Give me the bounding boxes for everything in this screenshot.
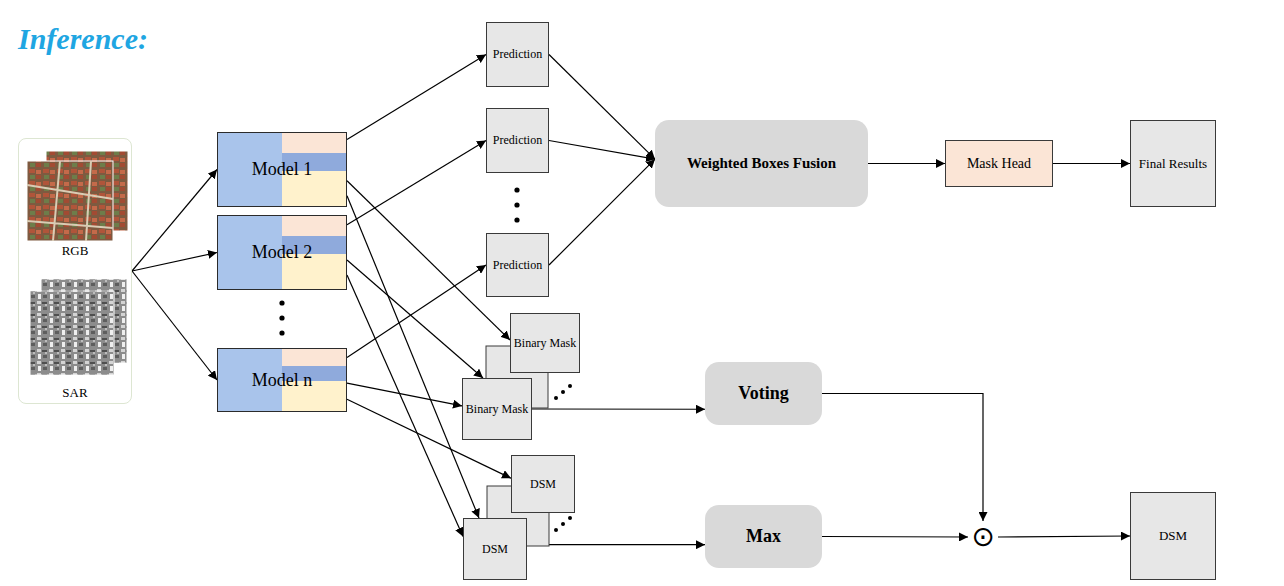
dsm-box: DSM	[463, 518, 527, 580]
flow-arrow	[868, 163, 945, 164]
node-label: Weighted Boxes Fusion	[687, 155, 836, 172]
sar-image-front	[30, 291, 114, 375]
node-label: Model 2	[252, 242, 313, 263]
dsm-box: DSM	[511, 455, 575, 513]
flow-arrow	[822, 394, 983, 522]
flow-arrow	[347, 265, 486, 358]
prediction-box: Prediction	[486, 108, 549, 173]
node-label: Prediction	[493, 133, 542, 147]
input-panel: RGB SAR	[18, 138, 132, 404]
flow-arrow	[132, 253, 217, 272]
model-ellipsis	[279, 300, 284, 335]
flow-arrow	[347, 141, 486, 225]
model-part-band	[282, 216, 346, 236]
node-label: ⊙	[971, 523, 994, 551]
flow-arrow	[347, 383, 462, 406]
binary-mask-box: Binary Mask	[462, 378, 532, 440]
node-label: Prediction	[493, 258, 542, 272]
flow-arrow	[347, 55, 486, 140]
model-box: Model 1	[217, 132, 347, 207]
node-label: Model 1	[252, 159, 313, 180]
model-part-band	[282, 349, 346, 366]
diagram-title: Inference:	[18, 22, 148, 56]
node-label: RGB	[19, 243, 131, 259]
flow-arrow	[549, 55, 655, 160]
flow-arrow	[347, 196, 479, 518]
rgb-image	[27, 151, 128, 241]
model-part-band	[282, 133, 346, 153]
sar-image	[30, 279, 127, 375]
max-box: Max	[705, 505, 822, 568]
flow-arrow	[1053, 163, 1130, 164]
dsm-stack-ellipsis	[554, 516, 572, 532]
node-label: Model n	[252, 370, 313, 391]
rgb-roads	[27, 161, 113, 241]
binary-mask-box: Binary Mask	[510, 313, 580, 373]
node-label: SAR	[19, 385, 131, 401]
node-label: DSM	[482, 542, 508, 556]
node-label: DSM	[530, 477, 556, 491]
flow-arrow	[549, 159, 655, 265]
node-label: Final Results	[1139, 156, 1207, 172]
flow-arrow	[132, 170, 217, 272]
result-box: Final Results	[1130, 120, 1216, 207]
prediction-box: Prediction	[486, 22, 549, 87]
flow-arrow	[527, 544, 705, 545]
flow-arrow	[132, 271, 217, 380]
mask-head-box: Mask Head	[945, 140, 1053, 187]
hadamard-operator: ⊙	[968, 521, 998, 553]
node-label: Binary Mask	[514, 336, 576, 350]
node-label: Mask Head	[967, 156, 1031, 172]
title-holder: Inference:	[18, 22, 148, 56]
flow-arrow	[549, 141, 655, 160]
node-label: DSM	[1159, 528, 1187, 544]
dsm-output-box: DSM	[1130, 492, 1216, 580]
prediction-box: Prediction	[486, 233, 549, 297]
flow-arrow	[822, 536, 968, 538]
node-label: Binary Mask	[466, 402, 528, 416]
node-label: Voting	[738, 383, 788, 404]
flow-arrow	[532, 408, 705, 409]
model-box: Model n	[217, 348, 347, 412]
model-box: Model 2	[217, 215, 347, 290]
flow-arrow	[347, 275, 463, 537]
flow-arrow	[998, 536, 1130, 537]
node-label: Max	[746, 526, 781, 547]
node-label: Prediction	[493, 47, 542, 61]
voting-box: Voting	[705, 362, 822, 425]
rgb-image-front	[27, 161, 113, 241]
fusion-box: Weighted Boxes Fusion	[655, 120, 868, 207]
mask-stack-ellipsis	[554, 384, 572, 400]
prediction-ellipsis	[514, 187, 519, 222]
